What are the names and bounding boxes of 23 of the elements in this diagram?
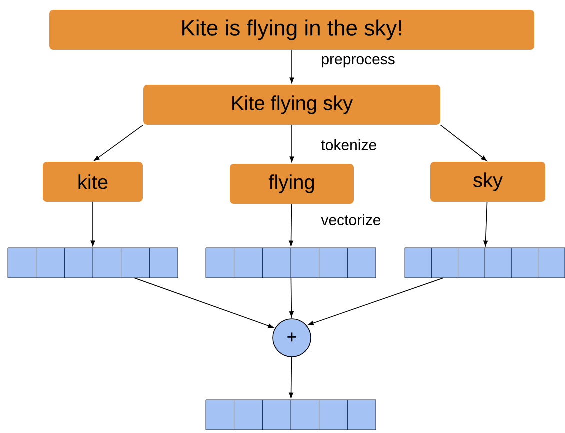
arrow <box>484 202 488 246</box>
text-box: Kite is flying in the sky! <box>50 10 534 50</box>
text-box: kite <box>43 162 143 202</box>
edge-label: preprocess <box>320 55 396 69</box>
vector-bar <box>206 248 376 278</box>
edge-label: vectorize <box>320 213 382 226</box>
text-box: Kite flying sky <box>144 85 440 125</box>
edge-label: tokenize <box>320 138 378 152</box>
arrow <box>290 50 294 84</box>
arrow <box>90 202 96 246</box>
vector-bar <box>8 248 178 278</box>
arrow <box>308 278 444 326</box>
arrow <box>289 356 294 398</box>
arrow <box>94 124 144 162</box>
vector-bar <box>404 248 565 278</box>
arrow <box>134 278 274 328</box>
vector-bar <box>206 400 376 430</box>
arrow <box>289 204 294 246</box>
arrow <box>290 124 294 162</box>
arrow <box>289 278 294 318</box>
text-box: flying <box>230 164 354 204</box>
text-box: sky <box>430 162 546 202</box>
arrow <box>440 124 488 162</box>
